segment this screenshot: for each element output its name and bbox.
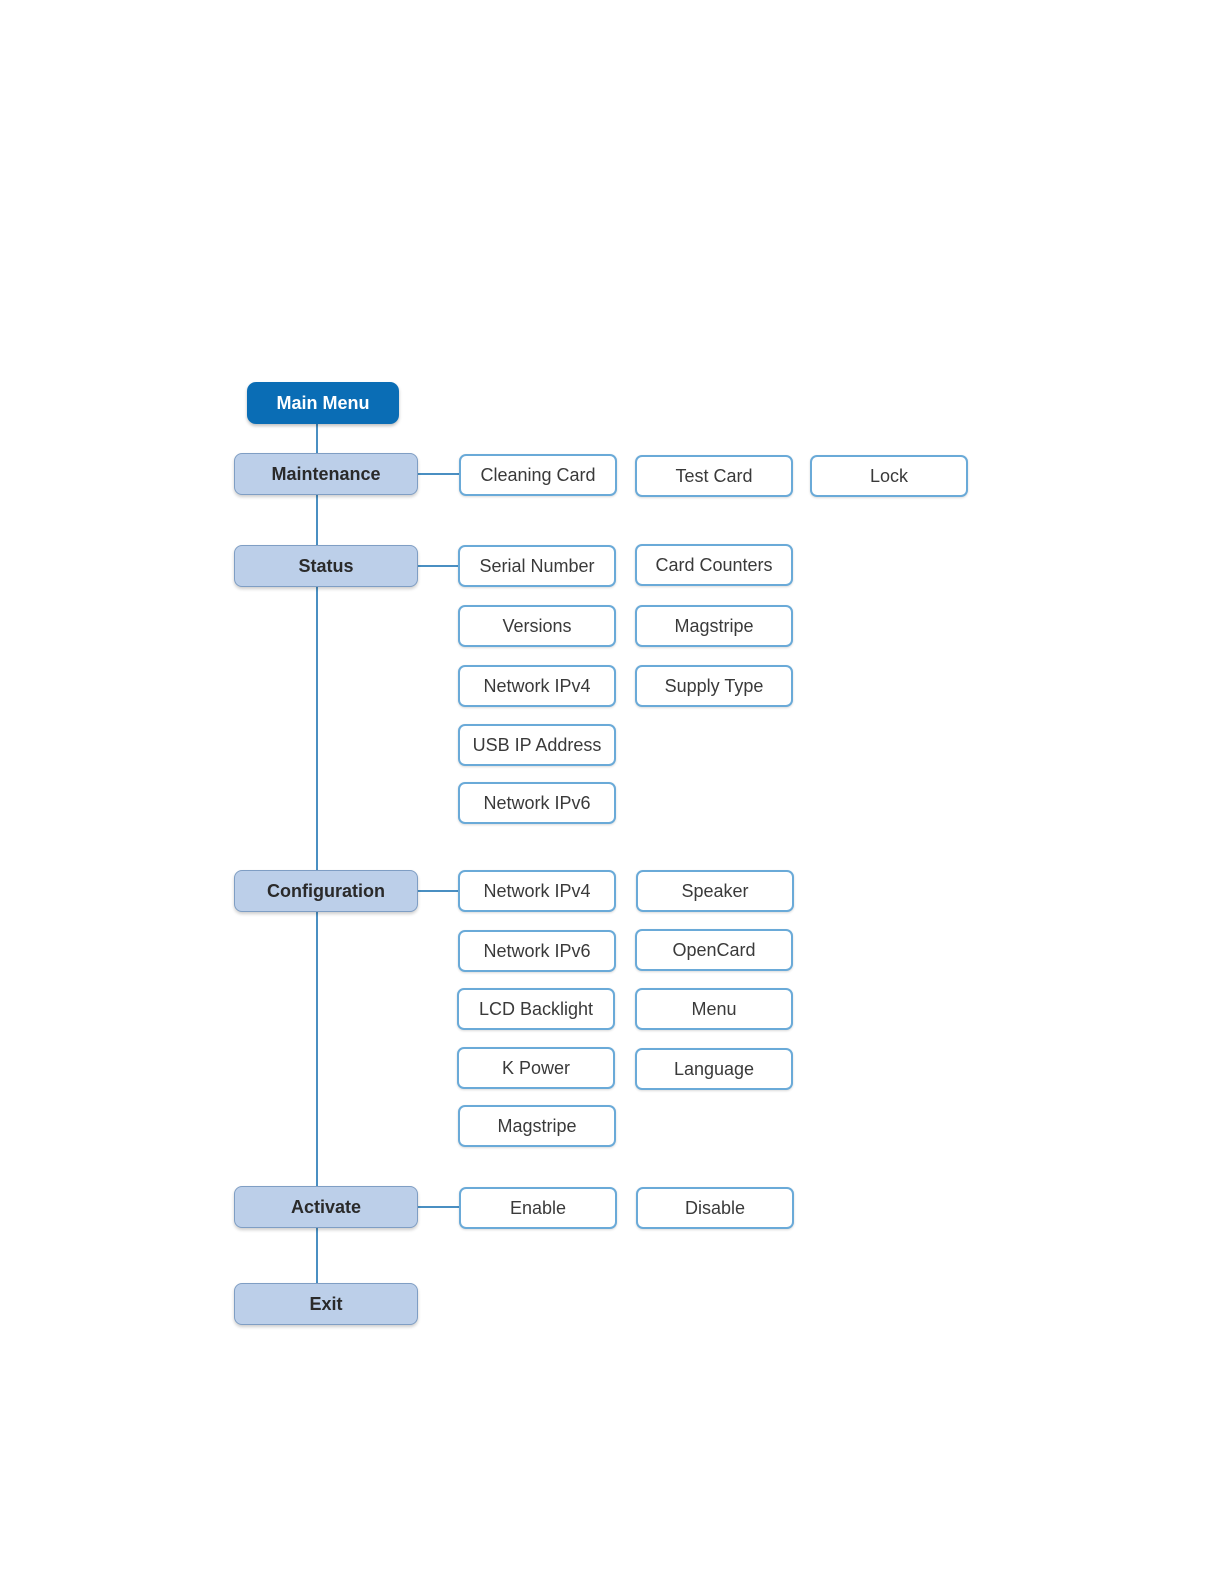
main-menu-node: Main Menu	[247, 382, 399, 424]
item-cleaning-card: Cleaning Card	[459, 454, 617, 496]
status-node: Status	[234, 545, 418, 587]
configuration-node: Configuration	[234, 870, 418, 912]
item-network-ipv6: Network IPv6	[458, 930, 616, 972]
item-network-ipv4: Network IPv4	[458, 665, 616, 707]
maintenance-node: Maintenance	[234, 453, 418, 495]
item-language: Language	[635, 1048, 793, 1090]
item-supply-type: Supply Type	[635, 665, 793, 707]
configuration-connector	[417, 890, 459, 892]
item-serial-number: Serial Number	[458, 545, 616, 587]
activate-connector	[417, 1206, 459, 1208]
activate-node: Activate	[234, 1186, 418, 1228]
item-lock: Lock	[810, 455, 968, 497]
item-magstripe: Magstripe	[458, 1105, 616, 1147]
exit-node: Exit	[234, 1283, 418, 1325]
item-magstripe: Magstripe	[635, 605, 793, 647]
item-network-ipv4: Network IPv4	[458, 870, 616, 912]
item-disable: Disable	[636, 1187, 794, 1229]
item-menu: Menu	[635, 988, 793, 1030]
item-speaker: Speaker	[636, 870, 794, 912]
status-connector	[417, 565, 459, 567]
item-network-ipv6: Network IPv6	[458, 782, 616, 824]
item-usb-ip-address: USB IP Address	[458, 724, 616, 766]
item-lcd-backlight: LCD Backlight	[457, 988, 615, 1030]
item-versions: Versions	[458, 605, 616, 647]
item-opencard: OpenCard	[635, 929, 793, 971]
maintenance-connector	[417, 473, 459, 475]
item-enable: Enable	[459, 1187, 617, 1229]
item-k-power: K Power	[457, 1047, 615, 1089]
item-test-card: Test Card	[635, 455, 793, 497]
item-card-counters: Card Counters	[635, 544, 793, 586]
